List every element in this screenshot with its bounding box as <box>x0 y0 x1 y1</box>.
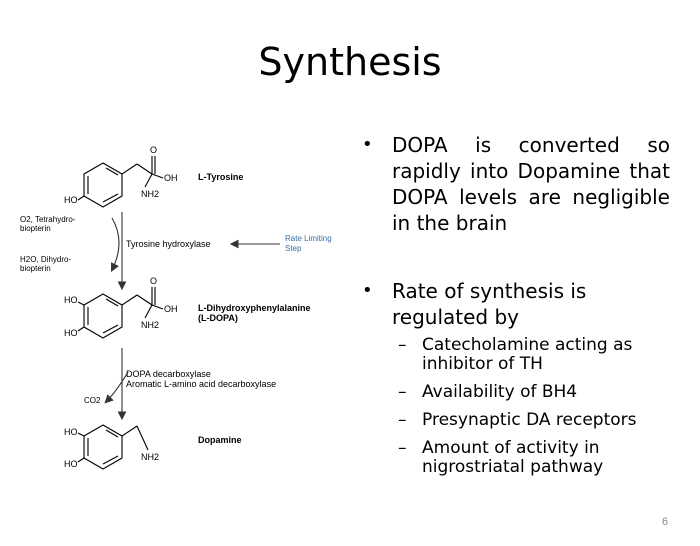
step2-byproduct: CO2 <box>84 396 101 405</box>
tyrosine-ho-label: HO <box>64 195 78 205</box>
sub-bullet-dash: – <box>398 410 407 430</box>
dopa-name-line2: (L-DOPA) <box>198 313 238 323</box>
dopa-structure <box>77 287 164 339</box>
sub-bullet-list: – Catecholamine acting as inhibitor of T… <box>398 336 670 477</box>
sub-bullet-item: – Amount of activity in nigrostriatal pa… <box>398 439 670 477</box>
bullet-item: • Rate of synthesis is regulated by <box>362 278 670 330</box>
bullet-text: DOPA is converted so rapidly into Dopami… <box>392 133 670 235</box>
biosynthesis-pathway-diagram: O OH NH2 HO L-Tyrosine O2, Tetrahydro- b… <box>20 145 332 470</box>
sub-bullet-item: – Presynaptic DA receptors <box>398 411 670 430</box>
tyrosine-o-label: O <box>150 145 157 155</box>
sub-bullet-item: – Availability of BH4 <box>398 383 670 402</box>
step1-cofactor-out-1: H2O, Dihydro- <box>20 255 71 264</box>
bullet-list: • DOPA is converted so rapidly into Dopa… <box>362 132 670 486</box>
bullet-dot: • <box>362 134 373 155</box>
step1-arrows <box>111 212 280 291</box>
step1-cofactor-out-2: biopterin <box>20 264 51 273</box>
dopa-ho2-label: HO <box>64 328 78 338</box>
bullet-item: • DOPA is converted so rapidly into Dopa… <box>362 132 670 236</box>
tyrosine-oh-label: OH <box>164 173 178 183</box>
step2-enzyme-line1: DOPA decarboxylase <box>126 369 211 379</box>
dopa-nh2-label: NH2 <box>141 320 159 330</box>
dopamine-nh2-label: NH2 <box>141 452 159 462</box>
sub-bullet-text: Availability of BH4 <box>422 382 578 402</box>
dopamine-name: Dopamine <box>198 435 242 445</box>
slide-title: Synthesis <box>258 40 442 84</box>
dopa-o-label: O <box>150 276 157 286</box>
tyrosine-nh2-label: NH2 <box>141 189 159 199</box>
step1-cofactor-in-1: O2, Tetrahydro- <box>20 215 76 224</box>
rate-limiting-annotation-1: Rate Limiting <box>285 234 332 243</box>
sub-bullet-text: Presynaptic DA receptors <box>422 410 637 430</box>
dopa-ho1-label: HO <box>64 295 78 305</box>
sub-bullet-text: Catecholamine acting as inhibitor of TH <box>422 335 633 374</box>
step1-enzyme: Tyrosine hydroxylase <box>126 239 211 249</box>
sub-bullet-dash: – <box>398 438 407 458</box>
step2-arrows <box>104 348 129 421</box>
bullet-dot: • <box>362 280 373 301</box>
sub-bullet-text: Amount of activity in nigrostriatal path… <box>422 438 604 477</box>
rate-limiting-annotation-2: Step <box>285 244 302 253</box>
dopa-oh-label: OH <box>164 304 178 314</box>
tyrosine-structure <box>77 156 164 208</box>
tyrosine-name: L-Tyrosine <box>198 172 243 182</box>
dopamine-ho1-label: HO <box>64 427 78 437</box>
sub-bullet-dash: – <box>398 382 407 402</box>
dopa-name-line1: L-Dihydroxyphenylalanine <box>198 303 311 313</box>
dopamine-structure <box>77 424 149 470</box>
dopamine-ho2-label: HO <box>64 459 78 469</box>
sub-bullet-item: – Catecholamine acting as inhibitor of T… <box>398 336 670 374</box>
sub-bullet-dash: – <box>398 335 407 355</box>
step1-cofactor-in-2: biopterin <box>20 224 51 233</box>
step2-enzyme-line2: Aromatic L-amino acid decarboxylase <box>126 379 276 389</box>
page-number: 6 <box>662 516 669 528</box>
bullet-text: Rate of synthesis is regulated by <box>392 279 587 329</box>
